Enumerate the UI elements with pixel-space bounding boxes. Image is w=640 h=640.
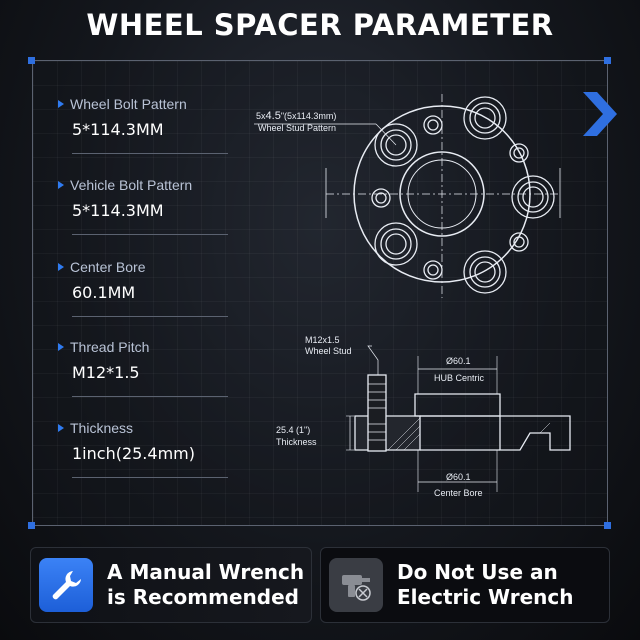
- thickness-dimension: 25.4 (1"): [276, 425, 310, 435]
- stud-pattern-label: Wheel Stud Pattern: [258, 123, 336, 133]
- param-value: 5*114.3MM: [72, 120, 164, 139]
- param-value: 5*114.3MM: [72, 201, 164, 220]
- divider: [72, 234, 228, 235]
- param-value: 1inch(25.4mm): [72, 444, 195, 463]
- badge-right-line1: Do Not Use an: [397, 560, 558, 584]
- param-vehicle-bolt-pattern: Vehicle Bolt Pattern 5*114.3MM: [58, 177, 228, 235]
- param-label: Vehicle Bolt Pattern: [70, 177, 193, 193]
- divider: [72, 316, 228, 317]
- spacer-side-view: [346, 345, 571, 492]
- hub-dimension: Ø60.1: [446, 356, 471, 366]
- param-value: M12*1.5: [72, 363, 140, 382]
- corner-marker: [28, 57, 35, 64]
- bullet-triangle-icon: [58, 424, 64, 432]
- param-value: 60.1MM: [72, 283, 136, 302]
- bore-dimension: Ø60.1: [446, 472, 471, 482]
- stud-pattern-dimension: 5x4.5"(5x114.3mm): [256, 110, 336, 122]
- page-title: WHEEL SPACER PARAMETER: [86, 8, 554, 42]
- param-label: Thickness: [70, 420, 134, 436]
- parameter-panel: [32, 60, 608, 526]
- bullet-triangle-icon: [58, 263, 64, 271]
- thickness-label: Thickness: [276, 437, 317, 447]
- param-center-bore: Center Bore 60.1MM: [58, 259, 228, 317]
- param-wheel-bolt-pattern: Wheel Bolt Pattern 5*114.3MM: [58, 96, 228, 154]
- badge-left-line2: is Recommended: [107, 585, 299, 609]
- param-label: Thread Pitch: [70, 339, 150, 355]
- stud-spec: M12x1.5: [305, 335, 340, 345]
- bullet-triangle-icon: [58, 100, 64, 108]
- wrench-icon: [39, 558, 93, 612]
- electric-drill-prohibited-icon: [329, 558, 383, 612]
- no-electric-wrench-badge: Do Not Use an Electric Wrench: [320, 547, 610, 623]
- param-label: Wheel Bolt Pattern: [70, 96, 187, 112]
- divider: [72, 153, 228, 154]
- manual-wrench-badge: A Manual Wrench is Recommended: [30, 547, 312, 623]
- bullet-triangle-icon: [58, 343, 64, 351]
- spacer-technical-drawing: 5x4.5"(5x114.3mm) Wheel Stud Pattern: [254, 94, 571, 498]
- divider: [72, 477, 228, 478]
- param-label: Center Bore: [70, 259, 146, 275]
- corner-marker: [28, 522, 35, 529]
- param-thread-pitch: Thread Pitch M12*1.5: [58, 339, 228, 397]
- badge-right-line2: Electric Wrench: [397, 585, 574, 609]
- bore-label: Center Bore: [434, 488, 483, 498]
- corner-marker: [604, 522, 611, 529]
- badge-left-line1: A Manual Wrench: [107, 560, 305, 584]
- stud-label: Wheel Stud: [305, 346, 352, 356]
- hub-label: HUB Centric: [434, 373, 485, 383]
- spacer-front-view: [254, 94, 561, 298]
- divider: [72, 396, 228, 397]
- param-thickness: Thickness 1inch(25.4mm): [58, 420, 228, 478]
- chevron-right-icon: [583, 92, 617, 136]
- corner-marker: [604, 57, 611, 64]
- bullet-triangle-icon: [58, 181, 64, 189]
